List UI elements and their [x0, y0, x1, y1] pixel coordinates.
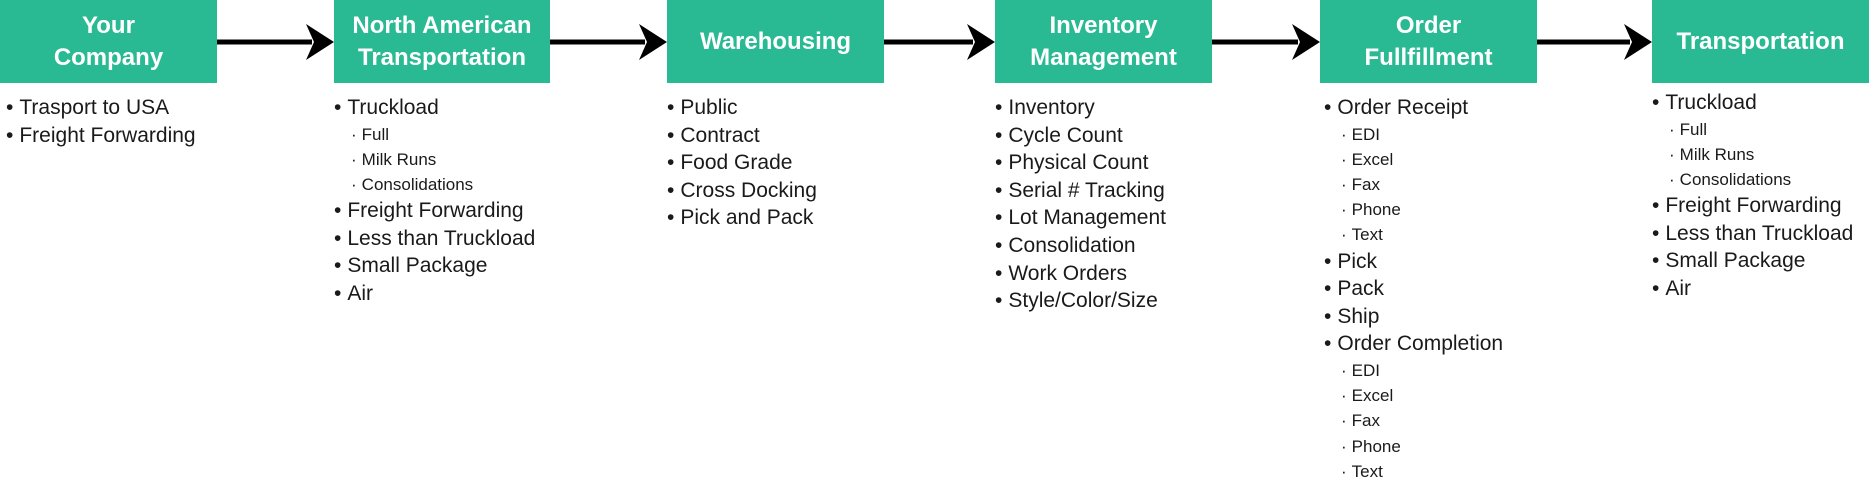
- arrow-head: [967, 24, 995, 60]
- list-item: Style/Color/Size: [995, 287, 1166, 315]
- sub-list-item: Fax: [1324, 172, 1503, 197]
- list-item: Freight Forwarding: [6, 122, 195, 150]
- sub-list-item: Full: [1652, 117, 1853, 142]
- sub-list-item: Text: [1324, 222, 1503, 247]
- stage-list-north-american-transportation: TruckloadFullMilk RunsConsolidationsFrei…: [334, 94, 535, 308]
- stage-list-warehousing: PublicContractFood GradeCross DockingPic…: [667, 94, 817, 232]
- list-item: Consolidation: [995, 232, 1166, 260]
- flow-arrow: [1537, 24, 1652, 60]
- list-item: Cycle Count: [995, 122, 1166, 150]
- sub-list-item: Text: [1324, 459, 1503, 484]
- list-item: Order Completion: [1324, 330, 1503, 358]
- list-item: Order Receipt: [1324, 94, 1503, 122]
- list-item: Pick: [1324, 248, 1503, 276]
- sub-list-item: EDI: [1324, 358, 1503, 383]
- stage-box-warehousing: Warehousing: [667, 0, 884, 83]
- list-item: Small Package: [334, 252, 535, 280]
- list-item: Air: [1652, 275, 1853, 303]
- arrow-head: [1292, 24, 1320, 60]
- sub-list-item: EDI: [1324, 122, 1503, 147]
- stage-list-inventory-management: InventoryCycle CountPhysical CountSerial…: [995, 94, 1166, 315]
- sub-list-item: Milk Runs: [1652, 142, 1853, 167]
- flow-arrow: [1212, 24, 1320, 60]
- list-item: Physical Count: [995, 149, 1166, 177]
- list-item: Truckload: [334, 94, 535, 122]
- list-item: Air: [334, 280, 535, 308]
- list-item: Cross Docking: [667, 177, 817, 205]
- stage-box-order-fullfillment: Order Fullfillment: [1320, 0, 1537, 83]
- list-item: Serial # Tracking: [995, 177, 1166, 205]
- arrow-head: [306, 24, 334, 60]
- flow-arrow: [550, 24, 667, 60]
- sub-list-item: Milk Runs: [334, 147, 535, 172]
- list-item: Freight Forwarding: [1652, 192, 1853, 220]
- sub-list-item: Full: [334, 122, 535, 147]
- list-item: Lot Management: [995, 204, 1166, 232]
- list-item: Inventory: [995, 94, 1166, 122]
- list-item: Small Package: [1652, 247, 1853, 275]
- flow-arrow: [884, 24, 995, 60]
- arrow-head: [639, 24, 667, 60]
- list-item: Pick and Pack: [667, 204, 817, 232]
- sub-list-item: Consolidations: [334, 172, 535, 197]
- stage-box-north-american-transportation: North American Transportation: [334, 0, 550, 83]
- list-item: Public: [667, 94, 817, 122]
- stage-list-order-fullfillment: Order ReceiptEDIExcelFaxPhoneTextPickPac…: [1324, 94, 1503, 484]
- list-item: Freight Forwarding: [334, 197, 535, 225]
- flow-arrow: [217, 24, 334, 60]
- list-item: Trasport to USA: [6, 94, 196, 122]
- sub-list-item: Consolidations: [1652, 167, 1853, 192]
- list-item: Pack: [1324, 275, 1503, 303]
- list-item: Ship: [1324, 303, 1503, 331]
- sub-list-item: Excel: [1324, 383, 1503, 408]
- stage-list-transportation: TruckloadFullMilk RunsConsolidationsFrei…: [1652, 89, 1853, 303]
- list-item: Contract: [667, 122, 817, 150]
- arrow-head: [1624, 24, 1652, 60]
- stage-box-your-company: Your Company: [0, 0, 217, 83]
- sub-list-item: Phone: [1324, 434, 1503, 459]
- list-item: Less than Truckload: [1652, 220, 1853, 248]
- list-item: Food Grade: [667, 149, 817, 177]
- list-item: Work Orders: [995, 260, 1166, 288]
- stage-box-inventory-management: Inventory Management: [995, 0, 1212, 83]
- sub-list-item: Excel: [1324, 147, 1503, 172]
- list-item: Less than Truckload: [334, 225, 535, 253]
- list-item: Truckload: [1652, 89, 1853, 117]
- stage-list-your-company: Trasport to USAFreight Forwarding: [6, 94, 196, 150]
- stage-box-transportation: Transportation: [1652, 0, 1869, 83]
- sub-list-item: Phone: [1324, 197, 1503, 222]
- sub-list-item: Fax: [1324, 408, 1503, 433]
